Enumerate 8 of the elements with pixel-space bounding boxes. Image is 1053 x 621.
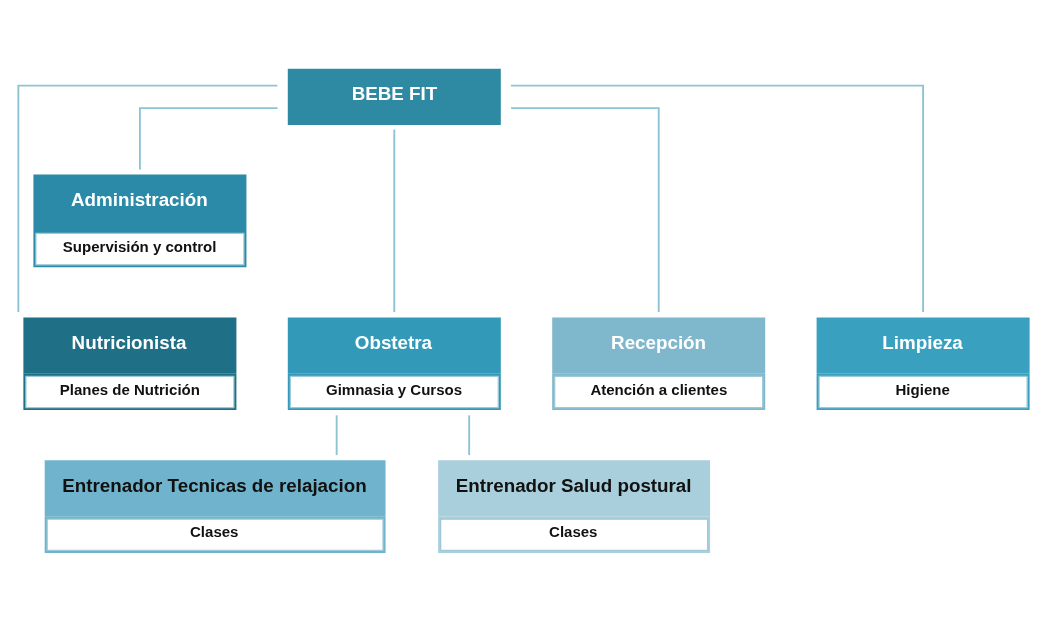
connector bbox=[17, 84, 279, 313]
connector bbox=[510, 107, 660, 313]
connector bbox=[468, 414, 471, 457]
connector bbox=[510, 84, 925, 313]
node-box: BEBE FIT bbox=[287, 68, 501, 126]
connector bbox=[393, 128, 396, 313]
connector bbox=[335, 414, 338, 457]
connector bbox=[139, 107, 279, 171]
